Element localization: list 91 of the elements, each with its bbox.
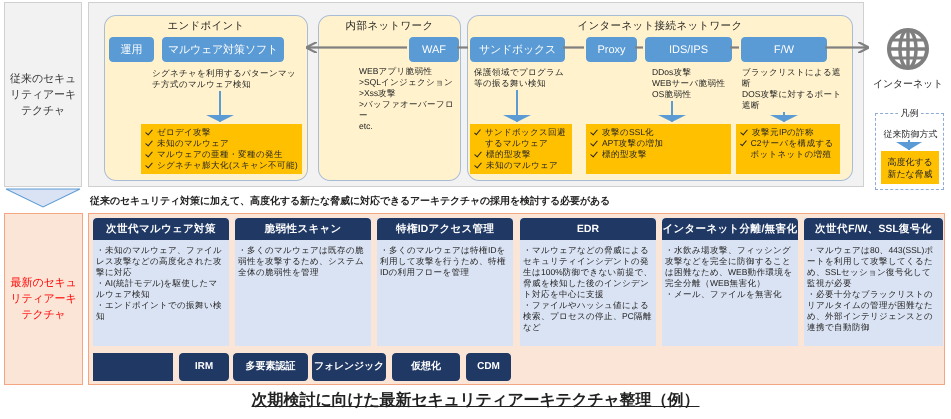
chevron-arrow xyxy=(503,90,531,122)
section-label-box: 従来のセキュリティアーキテクチャ xyxy=(4,2,82,187)
threat-item: C2サーバを構成するボットネットの増殖 xyxy=(750,138,834,160)
component-box: IDS/IPS xyxy=(645,37,732,62)
network-group-box xyxy=(104,15,308,181)
description-text: DOS攻撃に対するポート遮断 xyxy=(742,89,842,111)
component-box: サンドボックス xyxy=(470,37,565,62)
solution-tag xyxy=(93,353,173,381)
connector-line xyxy=(635,46,643,49)
threat-item: APT攻撃の増加 xyxy=(602,138,664,149)
arrow xyxy=(304,40,407,54)
description-text: >Xss攻撃 xyxy=(359,88,398,99)
component-box: F/W xyxy=(741,37,827,62)
description-text: etc. xyxy=(359,121,374,132)
diagram-title: 次期検討に向けた最新セキュリティアーキテクチャ整理（例） xyxy=(250,390,700,411)
threat-item: 標的型攻撃 xyxy=(486,149,531,160)
threat-item: 攻撃のSSL化 xyxy=(602,127,654,138)
chevron-arrow xyxy=(896,140,922,150)
card-bullet: ・ファイルやハッシュ値による検索、プロセスの停止、PC隔離など xyxy=(522,300,653,333)
group-heading: 内部ネットワーク xyxy=(344,19,434,33)
solution-card xyxy=(662,218,798,346)
chevron-arrow xyxy=(6,188,80,208)
threat-sample-box: 高度化する新たな脅威 xyxy=(881,151,939,184)
card-heading: インターネット分離/無害化 xyxy=(662,218,798,240)
component-box: マルウェア対策ソフト xyxy=(162,37,284,62)
card-heading: 次世代F/W、SSL復号化 xyxy=(804,218,943,240)
description-text: ブラックリストによる遮断 xyxy=(742,67,842,89)
card-bullet: ・必要十分なブラックリストのリアルタイムの管理が困難なため、外部インテリジェンスとの連携で自動防御 xyxy=(806,289,934,333)
description-text: >SQLインジェクション xyxy=(359,77,454,88)
threat-item: 未知のマルウェア xyxy=(486,160,558,171)
chevron-arrow xyxy=(206,91,234,122)
threat-item: ゼロデイ攻撃 xyxy=(157,127,211,138)
card-bullet: ・AI(統計モデル)を駆使したマルウェア検知 xyxy=(95,278,219,300)
card-bullet: ・多くのマルウェアは特権IDを利用して攻撃を行うため、特権IDの利用フローを管理 xyxy=(379,245,507,278)
note-text: 従来のセキュリティ対策に加えて、高度化する新たな脅威に対応できるアーキテクチャの採用を検討する必要がある xyxy=(90,194,610,208)
threat-item: 標的型攻撃 xyxy=(602,149,647,160)
description-text: DDos攻撃 xyxy=(652,67,692,78)
threat-list-box xyxy=(736,124,840,174)
group-heading: インターネット接続ネットワーク xyxy=(576,19,744,33)
legend-text: 従来防御方式 xyxy=(878,127,943,141)
connector-line xyxy=(457,46,468,49)
card-bullet: ・マルウェアなどの脅威によるセキュリティインシデントの発生は100%防御できない前提で、脅威を検知した後のインシデント対応を中心に支援 xyxy=(522,245,654,300)
threat-list-box xyxy=(470,124,572,174)
description-text: WEBサーバ脆弱性 xyxy=(652,78,726,89)
threat-item: 攻撃元IPの詐称 xyxy=(752,127,814,138)
connector-line xyxy=(563,46,584,49)
card-bullet: ・マルウェアは80、443(SSL)ポートを利用して攻撃してくるため、SSLセッション復号化して監視が必要 xyxy=(806,245,934,289)
card-heading: 次世代マルウェア対策 xyxy=(93,218,229,240)
connector-line xyxy=(730,46,739,49)
component-box: WAF xyxy=(409,37,459,62)
description-text: 保護領域でプログラム等の振る舞い検知 xyxy=(474,67,565,89)
description-text: WEBアプリ脆弱性 xyxy=(359,66,434,77)
card-bullet: ・エンドポイントでの振舞い検知 xyxy=(95,300,223,322)
solution-tag: IRM xyxy=(179,353,229,381)
solution-card xyxy=(235,218,371,346)
threat-item: マルウェアの亜種・変種の発生 xyxy=(157,149,283,160)
solution-card xyxy=(804,218,943,346)
threat-item: サンドボックス回避するマルウェア xyxy=(484,127,567,149)
solution-tag: 多要素認証 xyxy=(233,353,308,381)
panel-background xyxy=(88,213,945,385)
threat-list-box xyxy=(586,124,731,174)
threat-item: シグネチャ膨大化(スキャン不可能) xyxy=(157,160,298,171)
card-bullet: ・メール、ファイルを無害化 xyxy=(664,289,783,300)
card-bullet: ・未知のマルウェア、ファイルレス攻撃などの高度化された攻撃に対応 xyxy=(95,245,223,278)
card-heading: EDR xyxy=(520,218,656,240)
chevron-arrow xyxy=(770,112,798,122)
component-box: 運用 xyxy=(109,37,154,62)
card-heading: 特権IDアクセス管理 xyxy=(377,218,513,240)
component-box: Proxy xyxy=(586,37,637,62)
card-bullet: ・多くのマルウェアは既存の脆弱性を攻撃するため、システム全体の脆弱性を管理 xyxy=(237,245,365,278)
description-text: OS脆弱性 xyxy=(652,89,692,100)
legend-title: 凡例 xyxy=(898,107,921,119)
solution-tag: CDM xyxy=(466,353,511,381)
network-group-box xyxy=(467,15,853,181)
network-group-box xyxy=(318,15,461,181)
card-heading: 脆弱性スキャン xyxy=(235,218,371,240)
solution-card xyxy=(520,218,656,346)
solution-card xyxy=(377,218,513,346)
panel-background xyxy=(88,2,864,187)
section-label-box: 最新のセキュリティアーキテクチャ xyxy=(4,213,83,385)
group-heading: エンドポイント xyxy=(166,19,246,33)
solution-tag: 仮想化 xyxy=(392,353,460,381)
threat-item: 未知のマルウェア xyxy=(157,138,229,149)
card-bullet: ・水飲み場攻撃、フィッシング攻撃などを完全に防御することは困難なため、WEB動作環境を完全分離（WEB無害化） xyxy=(664,245,794,289)
node-caption: インターネット xyxy=(872,78,944,91)
arrow xyxy=(825,40,870,54)
chevron-arrow xyxy=(658,101,686,122)
solution-card xyxy=(93,218,229,346)
description-text: シグネチャを利用するパターンマッチ方式のマルウェア検知 xyxy=(152,68,297,90)
threat-list-box xyxy=(141,124,302,174)
solution-tag: フォレンジック xyxy=(312,353,386,381)
